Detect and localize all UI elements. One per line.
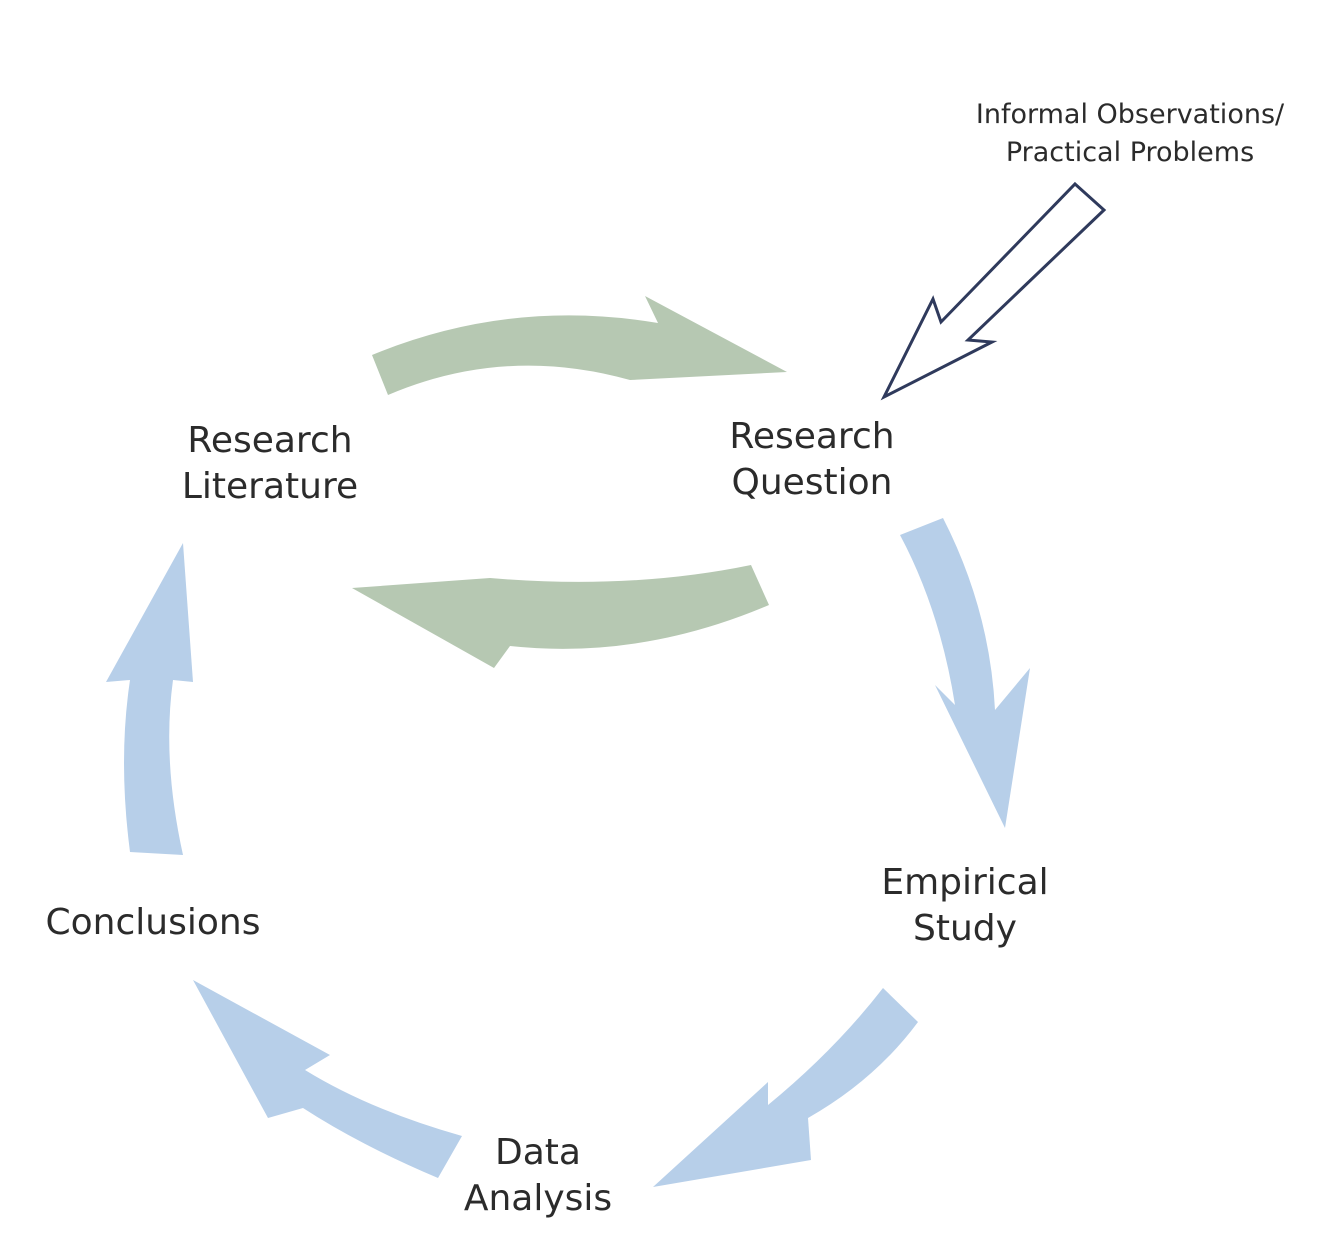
arrow-question-to-literature [352, 565, 769, 668]
arrow-observations-to-question [880, 181, 1107, 401]
node-data-analysis-line-1: Data [495, 1132, 581, 1173]
node-research-literature-line-1: Research [187, 420, 353, 461]
node-research-literature: Research Literature [170, 418, 370, 510]
arrow-study-to-analysis [653, 988, 918, 1187]
node-informal-observations-line-2: Practical Problems [1005, 136, 1255, 168]
arrow-analysis-to-conclusions [193, 980, 462, 1178]
arrow-conclusions-to-literature [106, 543, 193, 855]
node-conclusions: Conclusions [28, 900, 278, 946]
node-research-question: Research Question [712, 414, 912, 506]
node-empirical-study-line-1: Empirical [881, 862, 1049, 903]
node-research-question-line-1: Research [729, 416, 895, 457]
arrow-literature-to-question [372, 296, 787, 395]
node-informal-observations: Informal Observations/ Practical Problem… [955, 96, 1305, 172]
arrow-question-to-study [900, 518, 1030, 828]
node-research-question-line-2: Question [731, 462, 893, 504]
node-empirical-study-line-2: Study [913, 908, 1017, 950]
node-data-analysis-line-2: Analysis [463, 1178, 613, 1220]
node-data-analysis: Data Analysis [438, 1130, 638, 1222]
node-research-literature-line-2: Literature [181, 466, 359, 508]
node-informal-observations-line-1: Informal Observations/ [975, 99, 1285, 130]
node-conclusions-line-1: Conclusions [45, 902, 261, 943]
node-empirical-study: Empirical Study [865, 860, 1065, 952]
